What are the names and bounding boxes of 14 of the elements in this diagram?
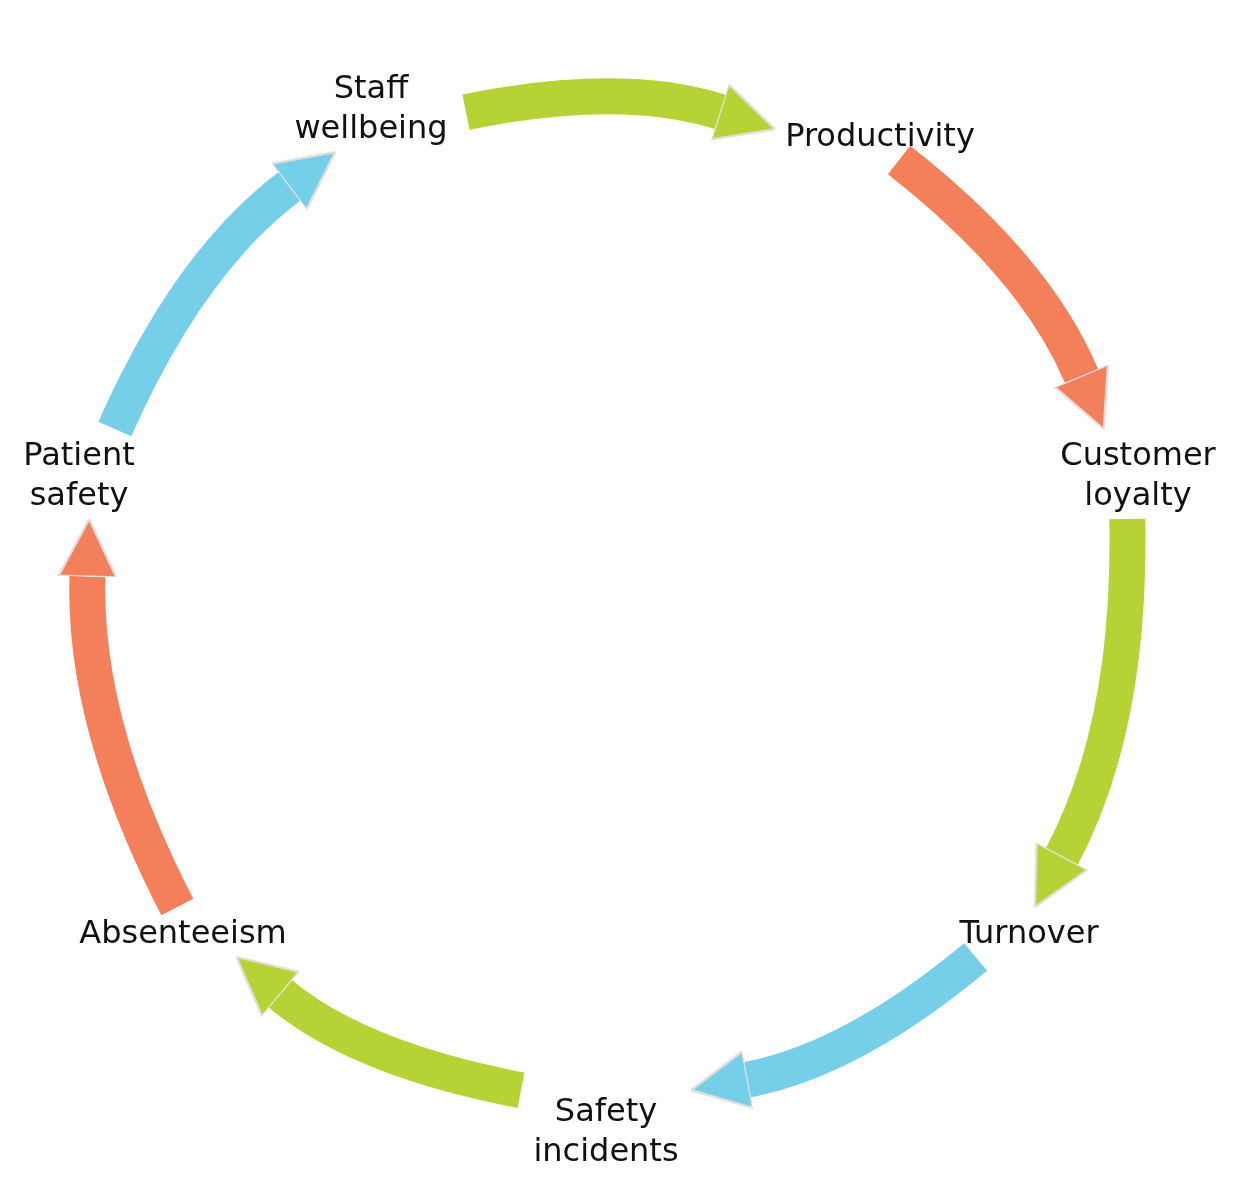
cycle-label: Patient safety — [22, 434, 136, 514]
cycle-label: Productivity — [785, 115, 975, 155]
cycle-label: Customer loyalty — [1059, 434, 1217, 514]
curved-arrow — [462, 78, 777, 141]
curved-arrow — [98, 149, 336, 437]
curved-arrow — [887, 146, 1109, 430]
cycle-label: Turnover — [959, 912, 1099, 952]
curved-arrow — [234, 957, 525, 1108]
cycle-label: Staff wellbeing — [293, 67, 449, 147]
curved-arrow — [57, 517, 194, 915]
curved-arrow — [690, 943, 987, 1109]
curved-arrow — [1035, 518, 1146, 909]
cycle-label: Absenteeism — [79, 912, 287, 952]
cycle-label: Safety incidents — [532, 1090, 680, 1170]
